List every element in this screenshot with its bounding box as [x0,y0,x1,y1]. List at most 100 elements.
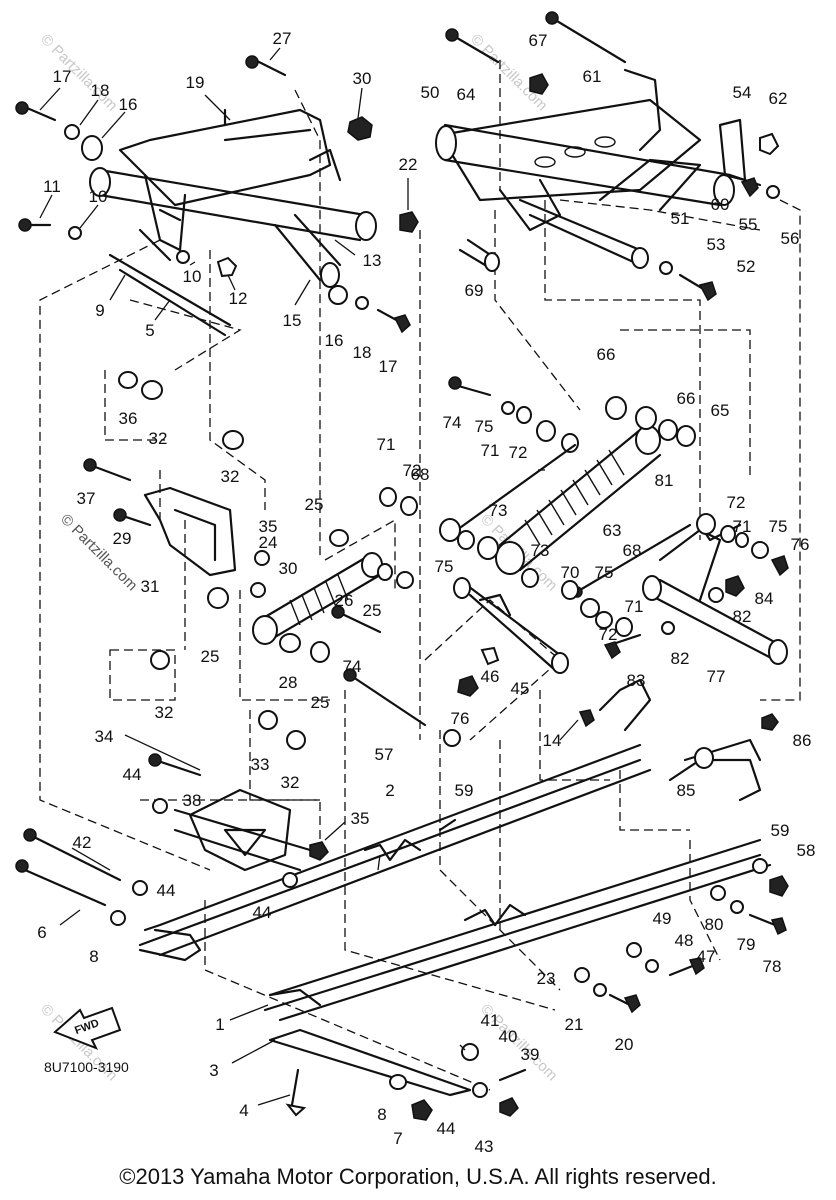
lower-bracket [173,788,312,872]
part-callout-8: 8 [377,1105,386,1124]
part-callout-70: 70 [561,563,580,582]
part-callout-51: 51 [671,209,690,228]
part-callout-59: 59 [771,821,790,840]
part-callout-27: 27 [273,29,292,48]
part-callout-38: 38 [183,791,202,810]
part-callout-11: 11 [43,177,61,196]
part-callout-59: 59 [455,781,474,800]
part-callout-18: 18 [353,343,372,362]
part-callout-71: 71 [481,441,500,460]
part-callout-20: 20 [615,1035,634,1054]
part-callout-75: 75 [475,417,494,436]
part-callout-73: 73 [531,541,550,560]
part-callout-63: 63 [603,521,622,540]
part-callout-26: 26 [335,591,354,610]
part-callout-80: 80 [705,915,724,934]
part-callout-79: 79 [737,935,756,954]
part-callout-12: 12 [229,289,248,308]
part-callout-77: 77 [707,667,726,686]
hardware [15,11,789,1121]
part-callout-32: 32 [155,703,174,722]
part-callout-35: 35 [351,809,370,828]
part-callout-8: 8 [89,947,98,966]
part-callout-25: 25 [305,495,324,514]
watermark: © Partzilla.com [57,511,140,594]
part-callout-64: 64 [457,85,476,104]
part-callout-73: 73 [489,501,508,520]
part-callout-14: 14 [543,731,562,750]
front-suspension-arm [89,108,377,337]
part-callout-82: 82 [733,607,752,626]
part-callout-46: 46 [481,667,500,686]
part-callout-29: 29 [113,529,132,548]
part-callout-62: 62 [769,89,788,108]
part-callout-4: 4 [239,1101,248,1120]
part-callout-44: 44 [437,1119,456,1138]
part-callout-36: 36 [119,409,138,428]
front-bracket [143,486,237,577]
part-callout-5: 5 [145,321,154,340]
part-callout-9: 9 [95,301,104,320]
part-callout-30: 30 [353,69,372,88]
part-callout-44: 44 [253,903,272,922]
part-callout-21: 21 [565,1015,584,1034]
part-callout-56: 56 [781,229,800,248]
part-callout-18: 18 [91,81,110,100]
part-callout-68: 68 [411,465,430,484]
copyright-notice: ©2013 Yamaha Motor Corporation, U.S.A. A… [119,1164,717,1189]
part-callout-30: 30 [279,559,298,578]
part-callout-68: 68 [623,541,642,560]
part-callout-76: 76 [451,709,470,728]
part-callout-41: 41 [481,1011,500,1030]
part-callout-2: 2 [385,781,394,800]
part-callout-24: 24 [259,533,278,552]
part-callout-53: 53 [707,235,726,254]
part-callout-33: 33 [251,755,270,774]
forward-arrow-icon: FWD [53,1006,122,1050]
part-callout-61: 61 [583,67,602,86]
part-callout-66: 66 [597,345,616,364]
part-callout-72: 72 [509,443,528,462]
part-callout-82: 82 [671,649,690,668]
slide-rail-left [138,678,652,962]
link-arm [453,577,569,674]
part-callout-6: 6 [37,923,46,942]
part-callout-16: 16 [119,95,138,114]
part-callout-47: 47 [697,947,716,966]
part-callout-32: 32 [221,467,240,486]
part-callout-76: 76 [791,535,810,554]
part-callout-49: 49 [653,909,672,928]
wear-bar [268,1028,472,1097]
part-callout-57: 57 [375,745,394,764]
part-callout-17: 17 [379,357,398,376]
part-callout-7: 7 [393,1129,402,1148]
part-callout-44: 44 [157,881,176,900]
part-callout-55: 55 [739,215,758,234]
part-callout-84: 84 [755,589,774,608]
part-callout-86: 86 [793,731,812,750]
part-callout-71: 71 [625,597,644,616]
part-callout-83: 83 [627,671,646,690]
part-callout-43: 43 [475,1137,494,1156]
part-callout-65: 65 [711,401,730,420]
part-callout-60: 60 [711,195,730,214]
callout-labels: 1718161927301110101295151322161817363232… [37,29,815,1156]
part-callout-1: 1 [215,1015,224,1034]
part-callout-32: 32 [281,773,300,792]
part-callout-37: 37 [77,489,96,508]
part-callout-45: 45 [511,679,530,698]
part-callout-10: 10 [89,187,108,206]
leader-lines [39,47,579,1106]
part-callout-72: 72 [599,625,618,644]
part-callout-25: 25 [201,647,220,666]
part-callout-52: 52 [737,257,756,276]
part-callout-19: 19 [186,73,205,92]
watermark: © Partzilla.com [37,31,120,114]
part-callout-42: 42 [73,833,92,852]
part-callout-32: 32 [149,429,168,448]
part-callout-58: 58 [797,841,816,860]
part-callout-81: 81 [655,471,674,490]
rear-shock-absorber [495,425,662,575]
part-callout-72: 72 [403,461,422,480]
